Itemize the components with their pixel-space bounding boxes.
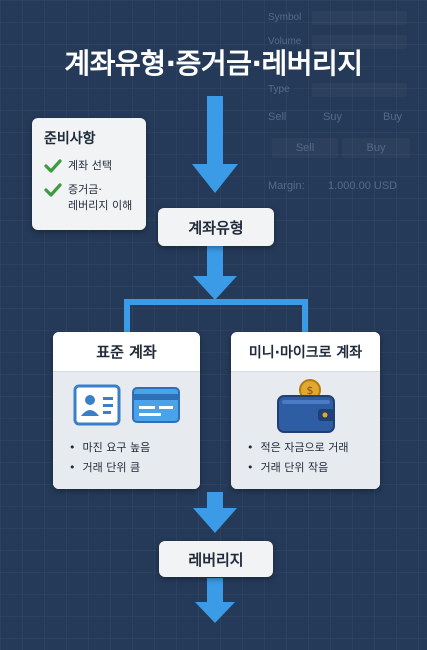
bg-buy-button: Buy	[342, 138, 410, 158]
standard-account-bullets: 마진 요구 높음 거래 단위 큼	[69, 438, 151, 478]
credit-card-icon	[131, 387, 180, 423]
prep-item-1-label: 계좌 선택	[68, 159, 112, 172]
mini-account-bullets: 적은 자금으로 거래 거래 단위 작음	[247, 438, 349, 478]
id-card-icon	[73, 384, 120, 426]
check-icon	[44, 183, 62, 197]
standard-account-title: 표준 계좌	[53, 332, 200, 372]
bg-suy-label: Suy	[323, 111, 342, 123]
standard-bullet-2: 거래 단위 큼	[69, 458, 150, 478]
mini-account-title: 미니·마이크로 계좌	[231, 332, 380, 372]
standard-bullet-1: 마진 요구 높음	[69, 438, 151, 458]
arrow-3-shaft	[207, 492, 223, 508]
mini-bullet-1: 적은 자금으로 거래	[247, 438, 349, 458]
wallet-coin-icon: $	[276, 379, 335, 433]
check-icon	[44, 159, 62, 173]
leverage-node: 레버리지	[159, 541, 273, 577]
page-title: 계좌유형·증거금·레버리지	[64, 47, 363, 80]
bg-symbol-label: Symbol	[268, 12, 302, 23]
prep-item-2-line1: 증거금·	[68, 183, 102, 196]
arrow-4-shaft	[207, 578, 223, 602]
mini-account-card: 미니·마이크로 계좌 $ 적은 자금으로 거래 거래 단위 작음	[231, 332, 380, 489]
prep-item-2: 증거금· 레버리지 이해	[44, 182, 146, 214]
prep-item-2-label: 증거금· 레버리지 이해	[68, 182, 132, 214]
prep-card: 준비사항 계좌 선택 증거금· 레버리지 이해	[32, 118, 146, 230]
bg-sell-label: Sell	[268, 111, 287, 123]
arrow-1-head	[192, 164, 238, 193]
arrow-4-head	[195, 602, 235, 623]
mini-account-icons: $	[231, 378, 380, 434]
arrow-1-shaft	[207, 96, 223, 164]
branch-bracket	[124, 299, 308, 332]
prep-item-2-line2: 레버리지 이해	[68, 199, 133, 212]
standard-account-card: 표준 계좌 마진 요구 높음 거래 단위 큼	[53, 332, 200, 489]
mini-account-body: $ 적은 자금으로 거래 거래 단위 작음	[231, 372, 380, 489]
bg-margin-label: Margin:	[268, 180, 305, 192]
bg-sell-button: Sell	[272, 138, 338, 158]
arrow-2-shaft	[207, 246, 223, 276]
standard-account-icons	[53, 384, 200, 430]
account-type-node: 계좌유형	[158, 208, 274, 246]
bg-type-label: Type	[268, 84, 290, 95]
arrow-3-head	[193, 508, 237, 533]
arrow-2-head	[193, 276, 237, 300]
prep-item-1: 계좌 선택	[44, 158, 146, 174]
bg-margin-value: 1.000.00 USD	[328, 180, 398, 192]
svg-text:$: $	[306, 384, 313, 397]
background-trade-panel: Symbol Volume Type Sell Suy Buy Sell Buy…	[268, 6, 418, 196]
standard-account-body: 마진 요구 높음 거래 단위 큼	[53, 372, 200, 489]
mini-bullet-2: 거래 단위 작음	[247, 458, 348, 478]
bg-volume-label: Volume	[268, 36, 302, 47]
prep-title: 준비사항	[44, 131, 96, 147]
bg-buy-label: Buy	[383, 111, 402, 123]
